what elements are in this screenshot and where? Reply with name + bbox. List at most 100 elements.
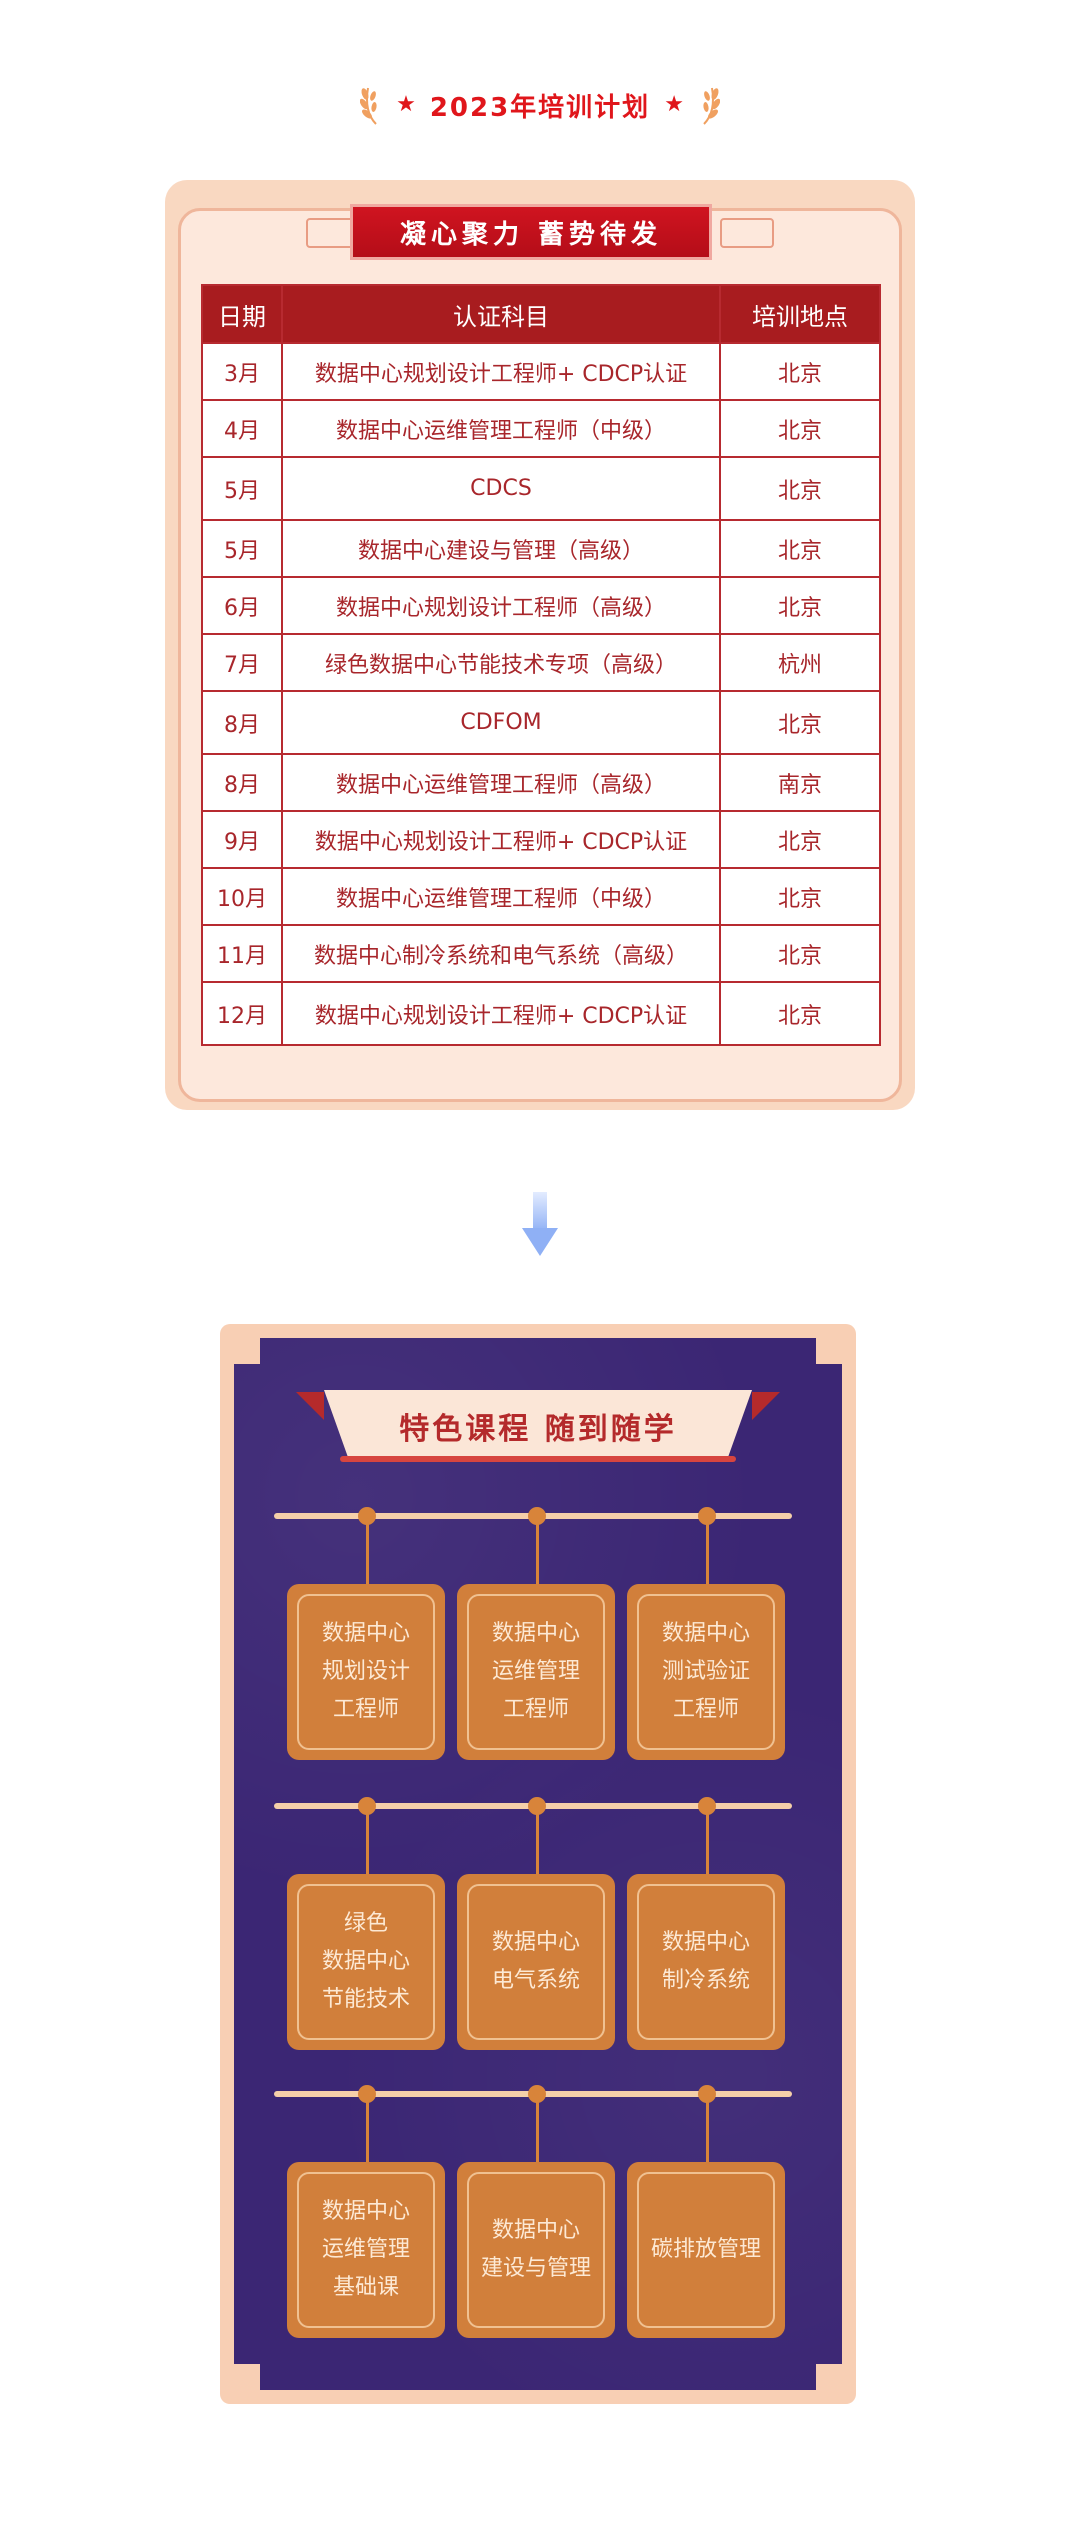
table-header-row: 日期 认证科目 培训地点 <box>201 284 881 344</box>
course-card-label: 碳排放管理 <box>650 2237 761 2262</box>
arrow-down-icon <box>520 1192 560 1262</box>
column-header-date: 日期 <box>201 284 283 344</box>
course-card[interactable]: 数据中心 规划设计 工程师 <box>287 1584 445 1760</box>
course-card-label: 数据中心 制冷系统 <box>661 1930 750 1993</box>
cell-month: 3月 <box>201 342 283 401</box>
course-card[interactable]: 绿色 数据中心 节能技术 <box>287 1874 445 2050</box>
rail-connector <box>706 2100 709 2162</box>
cell-month: 8月 <box>201 690 283 755</box>
cell-course: 数据中心运维管理工程师（高级） <box>281 753 721 812</box>
table-row: 4月数据中心运维管理工程师（中级）北京 <box>201 399 881 458</box>
cell-course: 数据中心运维管理工程师（中级） <box>281 399 721 458</box>
cell-month: 10月 <box>201 867 283 926</box>
cell-place: 北京 <box>719 810 881 869</box>
page-title-row: ★ 2023年培训计划 ★ <box>0 78 1080 132</box>
cell-course: CDFOM <box>281 690 721 755</box>
table-row: 11月数据中心制冷系统和电气系统（高级）北京 <box>201 924 881 983</box>
rail-connector <box>366 1522 369 1584</box>
rail-connector <box>366 2100 369 2162</box>
course-card-label: 数据中心 运维管理 基础课 <box>321 2199 410 2300</box>
cell-place: 北京 <box>719 981 881 1046</box>
cell-place: 杭州 <box>719 633 881 692</box>
table-row: 10月数据中心运维管理工程师（中级）北京 <box>201 867 881 926</box>
cell-course: 数据中心建设与管理（高级） <box>281 519 721 578</box>
rail-node <box>358 1797 376 1815</box>
star-left-icon: ★ <box>396 92 416 117</box>
panel-corner-decoration <box>234 1338 260 1364</box>
course-card[interactable]: 碳排放管理 <box>627 2162 785 2338</box>
rail-connector <box>706 1522 709 1584</box>
table-row: 6月数据中心规划设计工程师（高级）北京 <box>201 576 881 635</box>
table-row: 7月绿色数据中心节能技术专项（高级）杭州 <box>201 633 881 692</box>
course-card-label: 绿色 数据中心 节能技术 <box>321 1911 410 2012</box>
course-card-label: 数据中心 建设与管理 <box>480 2218 591 2281</box>
rail-connector <box>706 1812 709 1874</box>
rail-node <box>358 2085 376 2103</box>
rail-connector <box>536 1522 539 1584</box>
laurel-left-icon <box>360 84 382 126</box>
cell-course: 数据中心制冷系统和电气系统（高级） <box>281 924 721 983</box>
column-header-place: 培训地点 <box>719 284 881 344</box>
cell-course: 数据中心规划设计工程师+ CDCP认证 <box>281 981 721 1046</box>
cell-place: 北京 <box>719 456 881 521</box>
course-card[interactable]: 数据中心 测试验证 工程师 <box>627 1584 785 1760</box>
course-card-label: 数据中心 电气系统 <box>491 1930 580 1993</box>
table-row: 12月数据中心规划设计工程师+ CDCP认证北京 <box>201 981 881 1046</box>
cell-month: 7月 <box>201 633 283 692</box>
cell-place: 南京 <box>719 753 881 812</box>
rail-connector <box>536 1812 539 1874</box>
table-row: 3月数据中心规划设计工程师+ CDCP认证北京 <box>201 342 881 401</box>
featured-banner: 特色课程 随到随学 <box>324 1390 752 1462</box>
banner-ornament-right <box>720 218 774 248</box>
star-right-icon: ★ <box>664 92 684 117</box>
rail-node <box>358 1507 376 1525</box>
cell-place: 北京 <box>719 519 881 578</box>
course-card-label: 数据中心 测试验证 工程师 <box>661 1621 750 1722</box>
course-card[interactable]: 数据中心 运维管理 工程师 <box>457 1584 615 1760</box>
course-card-label: 数据中心 规划设计 工程师 <box>321 1621 410 1722</box>
cell-place: 北京 <box>719 867 881 926</box>
rail-node <box>698 1507 716 1525</box>
cell-month: 12月 <box>201 981 283 1046</box>
panel-corner-decoration <box>234 2364 260 2390</box>
banner-fold-right <box>752 1392 780 1420</box>
cell-course: CDCS <box>281 456 721 521</box>
cell-place: 北京 <box>719 924 881 983</box>
rail-node <box>528 1507 546 1525</box>
table-row: 5月数据中心建设与管理（高级）北京 <box>201 519 881 578</box>
laurel-right-icon <box>698 84 720 126</box>
schedule-table: 日期 认证科目 培训地点 3月数据中心规划设计工程师+ CDCP认证北京 4月数… <box>201 284 881 1046</box>
course-card[interactable]: 数据中心 制冷系统 <box>627 1874 785 2050</box>
cell-course: 数据中心规划设计工程师+ CDCP认证 <box>281 342 721 401</box>
cell-course: 数据中心运维管理工程师（中级） <box>281 867 721 926</box>
rail-node <box>528 2085 546 2103</box>
panel-corner-decoration <box>816 2364 842 2390</box>
page-title: 2023年培训计划 <box>429 92 651 123</box>
cell-course: 绿色数据中心节能技术专项（高级） <box>281 633 721 692</box>
panel-corner-decoration <box>816 1338 842 1364</box>
rail-connector <box>366 1812 369 1874</box>
banner-fold-left <box>296 1392 324 1420</box>
cell-place: 北京 <box>719 342 881 401</box>
course-card[interactable]: 数据中心 运维管理 基础课 <box>287 2162 445 2338</box>
cell-month: 8月 <box>201 753 283 812</box>
course-card-label: 数据中心 运维管理 工程师 <box>491 1621 580 1722</box>
column-header-course: 认证科目 <box>281 284 721 344</box>
featured-banner-underline <box>340 1456 736 1462</box>
rail-node <box>698 2085 716 2103</box>
table-row: 8月数据中心运维管理工程师（高级）南京 <box>201 753 881 812</box>
cell-month: 6月 <box>201 576 283 635</box>
course-card[interactable]: 数据中心 建设与管理 <box>457 2162 615 2338</box>
cell-month: 5月 <box>201 519 283 578</box>
rail-node <box>528 1797 546 1815</box>
cell-place: 北京 <box>719 576 881 635</box>
cell-month: 4月 <box>201 399 283 458</box>
cell-month: 5月 <box>201 456 283 521</box>
cell-place: 北京 <box>719 690 881 755</box>
rail-node <box>698 1797 716 1815</box>
cell-course: 数据中心规划设计工程师+ CDCP认证 <box>281 810 721 869</box>
course-card[interactable]: 数据中心 电气系统 <box>457 1874 615 2050</box>
cell-month: 11月 <box>201 924 283 983</box>
